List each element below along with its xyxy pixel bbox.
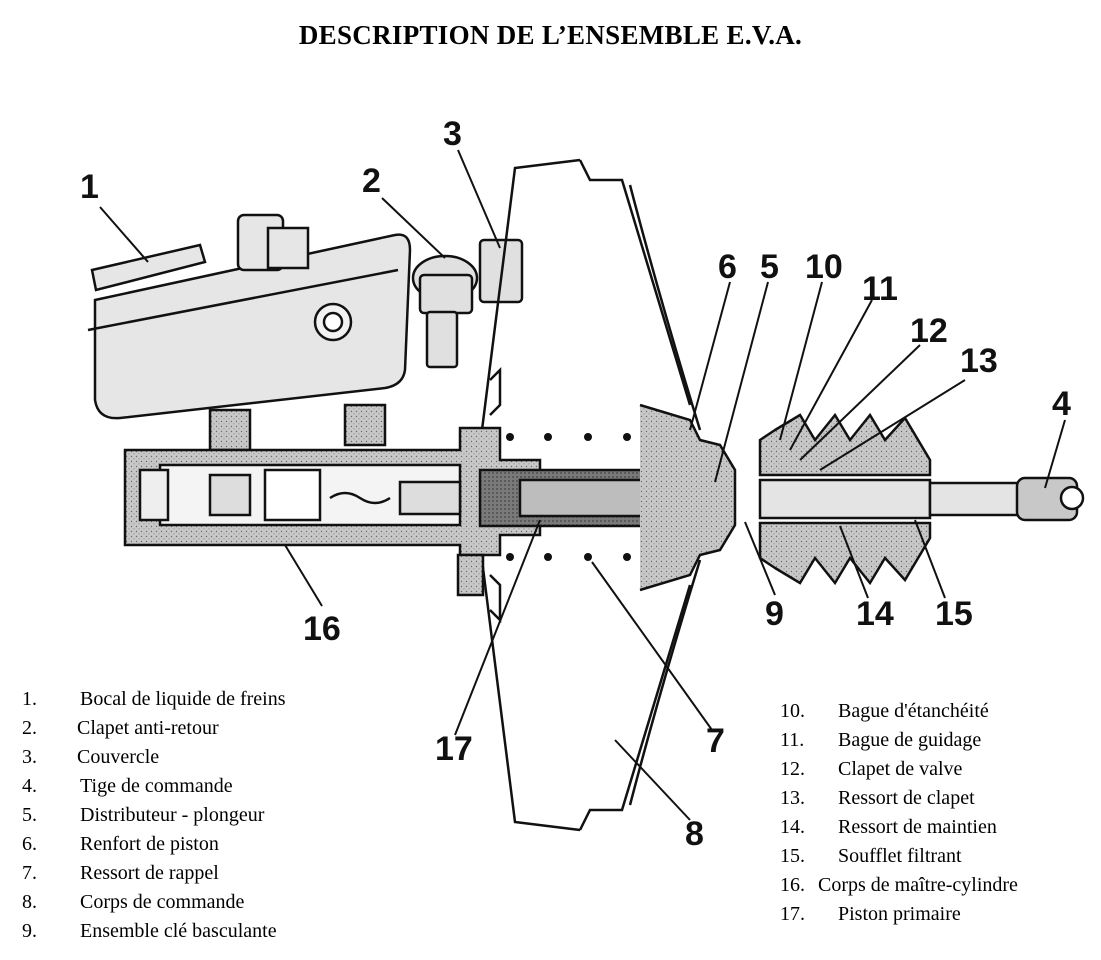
valve-body-shape (478, 403, 1085, 592)
callout-11: 11 (862, 270, 898, 308)
callout-2: 2 (362, 162, 381, 200)
callout-4: 4 (1052, 385, 1071, 423)
legend-right: 10.Bague d'étanchéité 11.Bague de guidag… (780, 700, 1018, 925)
callout-13: 13 (960, 342, 998, 380)
callout-12: 12 (910, 312, 948, 350)
callout-16: 16 (303, 610, 341, 648)
leader-lines (99, 149, 1066, 821)
bellows-shape (758, 412, 932, 586)
callout-9: 9 (765, 595, 784, 633)
callout-8: 8 (685, 815, 704, 853)
reservoir-shape (87, 213, 412, 452)
callout-7: 7 (706, 722, 725, 760)
callout-3: 3 (443, 115, 462, 153)
callout-5: 5 (760, 248, 779, 286)
callout-10: 10 (805, 248, 843, 286)
check-valve-shape (411, 238, 524, 369)
legend-left: 1.Bocal de liquide de freins 2.Clapet an… (22, 688, 286, 942)
callout-6: 6 (718, 248, 737, 286)
callout-14: 14 (856, 595, 894, 633)
master-cylinder-shape (123, 426, 542, 597)
callout-1: 1 (80, 168, 99, 206)
callout-15: 15 (935, 595, 973, 633)
callout-17: 17 (435, 730, 473, 768)
page-title: DESCRIPTION DE L’ENSEMBLE E.V.A. (298, 20, 803, 50)
